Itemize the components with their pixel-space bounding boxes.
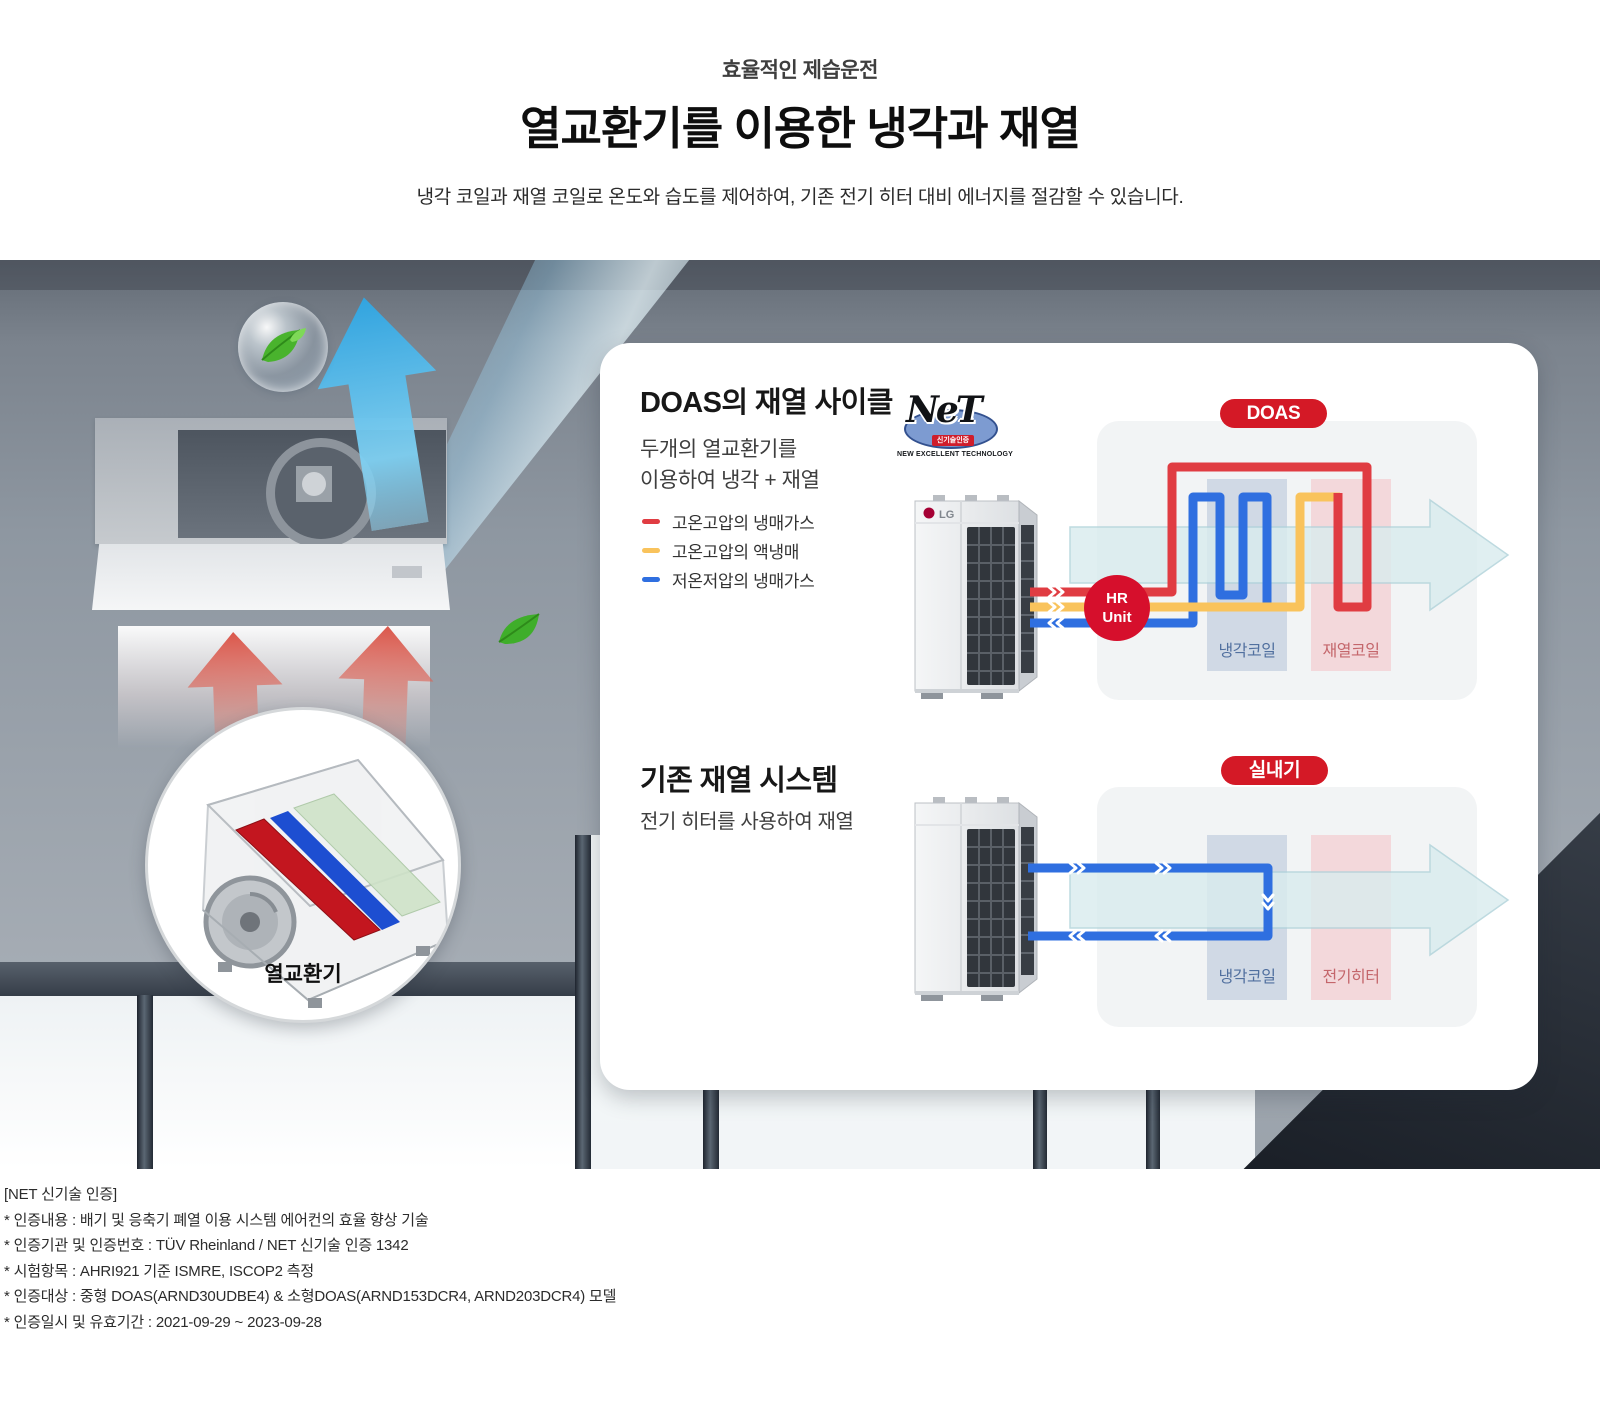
info-card: DOAS의 재열 사이클 NeT 신기술인증 NEW EXCELLENT TEC… xyxy=(600,343,1538,1090)
doas-badge: DOAS xyxy=(1220,399,1327,428)
legend-swatch-blue xyxy=(642,576,660,582)
lg-logo-mark xyxy=(923,507,935,519)
ceiling-shade xyxy=(0,260,1600,290)
legacy-diagram-panel xyxy=(1097,787,1477,1027)
legend-swatch-yellow xyxy=(642,547,660,553)
legend-label: 고온고압의 냉매가스 xyxy=(672,513,815,533)
window-mullion xyxy=(575,835,591,1169)
outdoor-unit-illustration xyxy=(914,797,1038,1001)
footnote-line: * 인증내용 : 배기 및 응축기 폐열 이용 시스템 에어컨의 효율 향상 기… xyxy=(4,1211,429,1229)
clean-air-bubble xyxy=(238,302,328,392)
window-pane xyxy=(0,995,585,1169)
indoor-unit-badge: 실내기 xyxy=(1221,756,1328,785)
heat-exchanger-inset: 열교환기 xyxy=(145,707,461,1023)
flow-chevron-right xyxy=(1047,600,1065,614)
doas-diagram-panel xyxy=(1097,421,1477,700)
flow-chevron-right xyxy=(1047,585,1065,599)
certification-footnotes: [NET 신기술 인증] * 인증내용 : 배기 및 응축기 폐열 이용 시스템… xyxy=(4,1182,1204,1335)
net-logo-tag: 신기술인증 xyxy=(932,435,974,446)
leaf-icon xyxy=(498,613,540,644)
legend-swatch-red xyxy=(642,518,660,524)
leaf-icon xyxy=(261,328,306,362)
window-mullion xyxy=(137,995,153,1169)
flow-chevron-left xyxy=(1068,929,1086,943)
doas-description-line1: 두개의 열교환기를 xyxy=(640,438,797,461)
legend-item: 고온고압의 액냉매 xyxy=(642,538,799,562)
legend-item: 고온고압의 냉매가스 xyxy=(642,509,815,533)
cooling-coil-label: 냉각코일 xyxy=(1218,643,1276,660)
fan-core xyxy=(302,472,326,496)
header-eyebrow: 효율적인 제습운전 xyxy=(722,59,878,82)
legend-item: 저온저압의 냉매가스 xyxy=(642,567,815,591)
footnote-line: * 인증일시 및 유효기간 : 2021-09-29 ~ 2023-09-28 xyxy=(4,1313,322,1331)
footnote-line: * 시험항목 : AHRI921 기준 ISMRE, ISCOP2 측정 xyxy=(4,1262,314,1280)
doas-description-line2: 이용하여 냉각 + 재열 xyxy=(640,469,820,492)
page-header: 효율적인 제습운전 열교환기를 이용한 냉각과 재열 냉각 코일과 재열 코일로… xyxy=(0,0,1600,260)
flow-chevron-right xyxy=(1068,861,1086,875)
net-logo-text: NeT xyxy=(906,389,983,431)
lg-logo-text: LG xyxy=(939,509,954,521)
doas-section-title: DOAS의 재열 사이클 xyxy=(640,387,893,419)
outdoor-unit-illustration: LG xyxy=(914,495,1038,699)
legend-label: 저온저압의 냉매가스 xyxy=(672,571,815,591)
footnote-line: * 인증대상 : 중형 DOAS(ARND30UDBE4) & 소형DOAS(A… xyxy=(4,1288,617,1305)
legacy-section-title: 기존 재열 시스템 xyxy=(640,765,838,797)
legacy-description: 전기 히터를 사용하여 재열 xyxy=(640,811,854,833)
reheat-coil-label: 재열코일 xyxy=(1322,643,1380,660)
net-certification-logo: NeT 신기술인증 NEW EXCELLENT TECHNOLOGY xyxy=(897,389,1013,473)
net-logo-ellipse xyxy=(904,409,998,449)
footnote-line: * 인증기관 및 인증번호 : TÜV Rheinland / NET 신기술 … xyxy=(4,1237,409,1254)
cabinet-vent xyxy=(392,566,422,578)
cooling-coil-label: 냉각코일 xyxy=(1218,969,1276,986)
indoor-unit-cabinet xyxy=(92,544,450,610)
flow-chevron-left xyxy=(1047,616,1065,630)
inset-label: 열교환기 xyxy=(264,963,342,986)
footnote-line: [NET 신기술 인증] xyxy=(4,1186,117,1203)
electric-heater-label: 전기히터 xyxy=(1322,969,1380,986)
net-logo-subtext: NEW EXCELLENT TECHNOLOGY xyxy=(896,451,1014,458)
legend-label: 고온고압의 액냉매 xyxy=(672,542,800,562)
page-title: 열교환기를 이용한 냉각과 재열 xyxy=(520,103,1081,154)
heat-exchanger-illustration xyxy=(201,758,450,1008)
page-subtitle: 냉각 코일과 재열 코일로 온도와 습도를 제어하여, 기존 전기 히터 대비 … xyxy=(416,187,1184,208)
